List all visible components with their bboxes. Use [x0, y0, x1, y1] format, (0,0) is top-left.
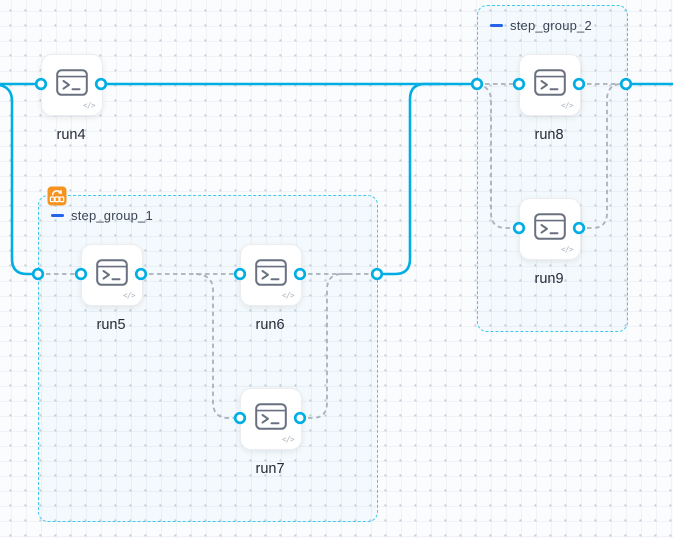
node-label: run7	[255, 461, 285, 477]
group-header: step_group_1	[51, 208, 153, 223]
collapse-group-button[interactable]	[490, 23, 503, 28]
node-run8[interactable]: </> run8	[519, 54, 581, 143]
code-badge-icon: </>	[281, 435, 295, 444]
node-label: run9	[534, 271, 564, 287]
node-card[interactable]: </>	[41, 54, 103, 116]
node-card[interactable]: </>	[519, 54, 581, 116]
code-badge-icon: </>	[560, 245, 574, 254]
code-badge-icon: </>	[281, 291, 295, 300]
node-run9[interactable]: </> run9	[519, 198, 581, 287]
code-badge-icon: </>	[560, 101, 574, 110]
edge-group1-group2	[377, 82, 440, 276]
node-label: run8	[534, 127, 564, 143]
terminal-icon	[255, 259, 287, 286]
terminal-icon	[534, 69, 566, 96]
code-badge-icon: </>	[122, 291, 136, 300]
terminal-icon	[534, 213, 566, 240]
node-run4[interactable]: </> run4	[41, 54, 103, 143]
node-run5[interactable]: </> run5	[81, 244, 143, 333]
terminal-icon	[255, 403, 287, 430]
terminal-icon	[96, 259, 128, 286]
node-card[interactable]: </>	[81, 244, 143, 306]
node-card[interactable]: </>	[519, 198, 581, 260]
node-run6[interactable]: </> run6	[240, 244, 302, 333]
loop-over-items-icon	[47, 186, 67, 206]
node-card[interactable]: </>	[240, 388, 302, 450]
node-run7[interactable]: </> run7	[240, 388, 302, 477]
group-header: step_group_2	[490, 18, 592, 33]
terminal-icon	[56, 69, 88, 96]
node-label: run6	[255, 317, 285, 333]
edge-start-group1	[0, 83, 38, 276]
node-label: run4	[56, 127, 86, 143]
group-title: step_group_2	[510, 18, 592, 33]
node-label: run5	[96, 317, 126, 333]
code-badge-icon: </>	[82, 101, 96, 110]
node-card[interactable]: </>	[240, 244, 302, 306]
collapse-group-button[interactable]	[51, 213, 64, 218]
group-title: step_group_1	[71, 208, 153, 223]
